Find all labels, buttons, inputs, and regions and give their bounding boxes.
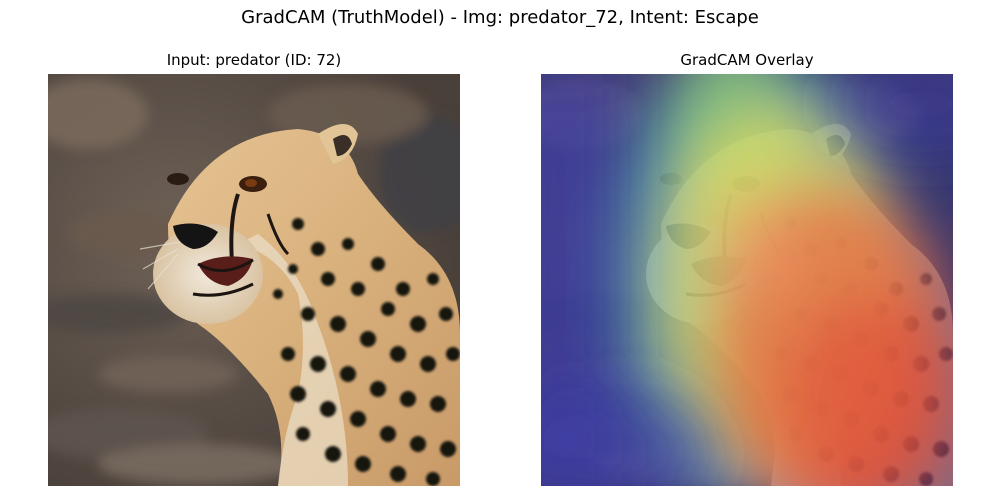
gradcam-overlay-image (541, 74, 953, 486)
figure-title: GradCAM (TruthModel) - Img: predator_72,… (241, 7, 759, 28)
input-panel-title: Input: predator (ID: 72) (166, 51, 342, 69)
input-image (48, 74, 460, 486)
overlay-panel-title: GradCAM Overlay (680, 51, 814, 69)
